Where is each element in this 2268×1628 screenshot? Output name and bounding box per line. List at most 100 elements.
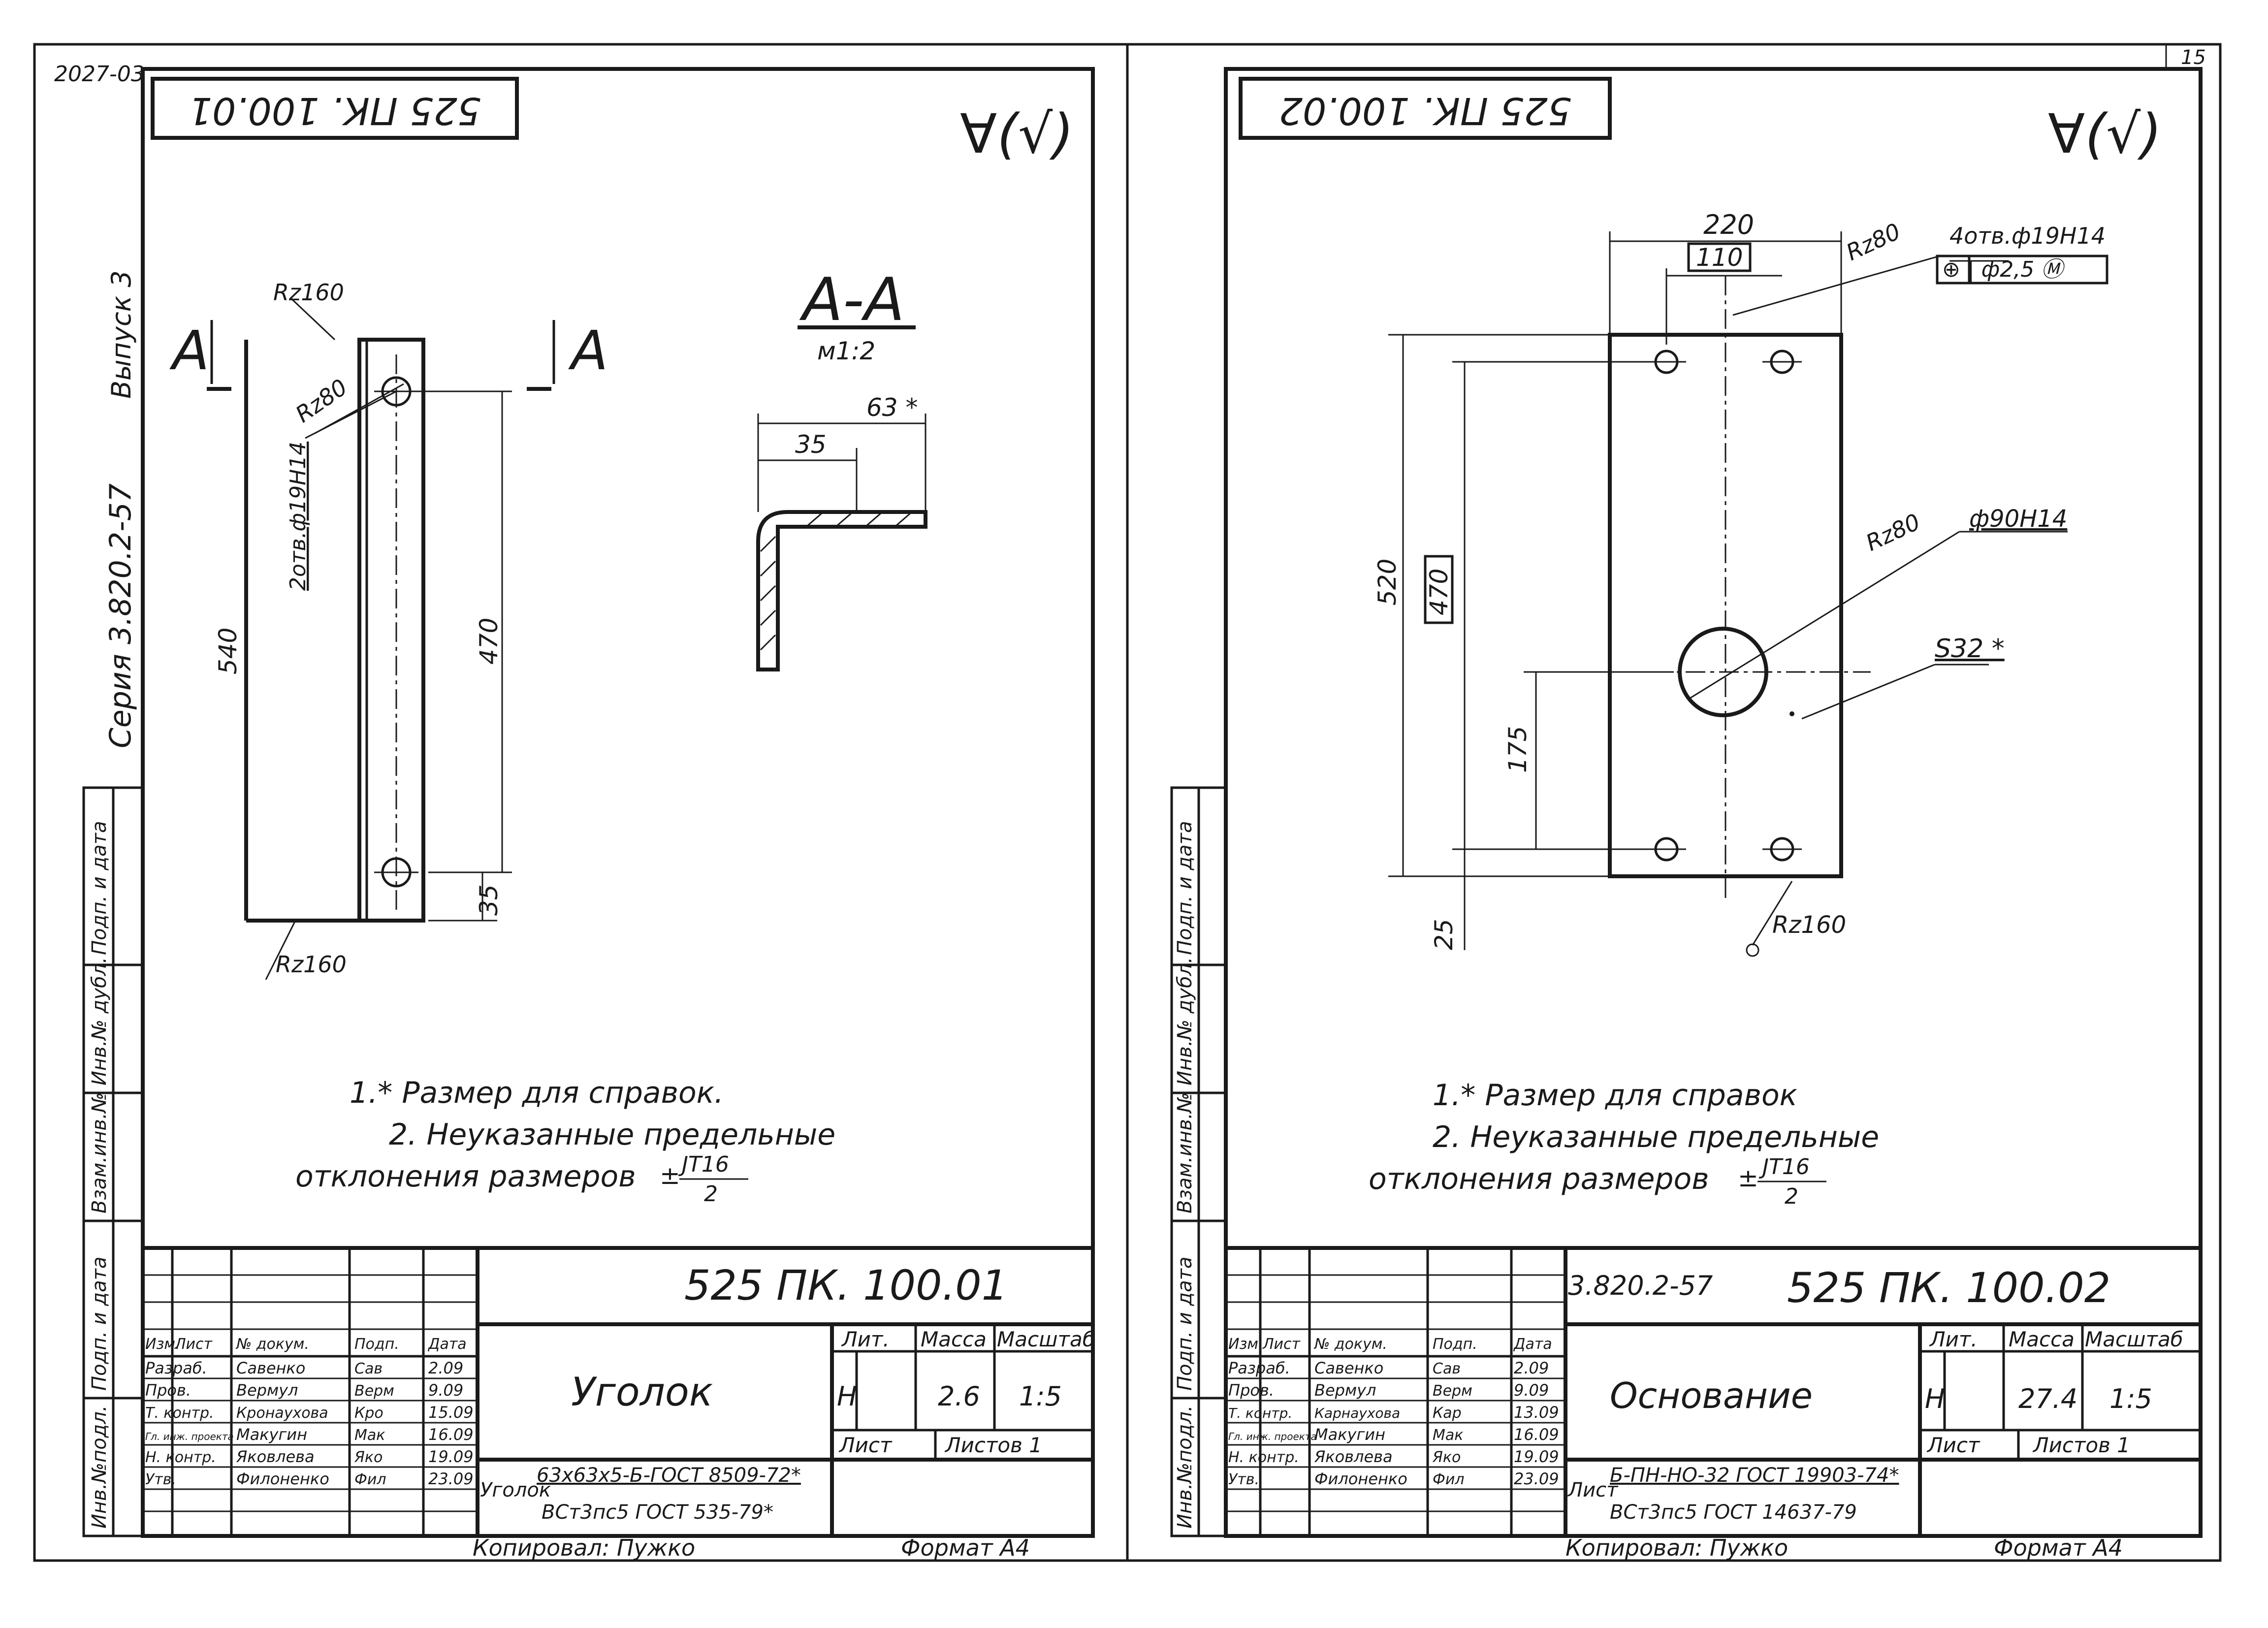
- right-copied-by: Копировал: Пужко: [1565, 1534, 1788, 1561]
- left-note-2: 2. Неуказанные предельные: [389, 1117, 835, 1152]
- rz-top-right: Rz80: [1842, 218, 1905, 266]
- rz-bottom-right: Rz160: [1772, 911, 1846, 939]
- person-sign: Сав: [354, 1360, 383, 1377]
- strip-cell-r2: Инв.№ дубл.: [1174, 957, 1196, 1085]
- right-tb-lit-label: Лит.: [1929, 1327, 1978, 1351]
- dim-35-section: 35: [795, 430, 827, 459]
- person-date: 15.09: [428, 1403, 474, 1422]
- right-tb-material-prefix: Лист: [1567, 1479, 1619, 1501]
- person-role: Утв.: [1228, 1471, 1259, 1488]
- left-note-3: отклонения размеров: [295, 1159, 636, 1194]
- left-tb-scale-label: Масштаб: [997, 1327, 1095, 1351]
- dim-110: 110: [1696, 243, 1743, 272]
- person-date: 19.09: [428, 1447, 474, 1466]
- right-dimensions: [1388, 231, 2108, 957]
- left-tb-lit-label: Лит.: [841, 1327, 890, 1351]
- person-role: Разраб.: [1228, 1359, 1290, 1377]
- left-copied-by: Копировал: Пужко: [473, 1534, 695, 1561]
- right-tb-h4: Дата: [1513, 1336, 1552, 1353]
- person-name: Макугин: [236, 1425, 307, 1444]
- strip-cell-r3: Взам.инв.№: [1174, 1092, 1196, 1213]
- strip-cell-4: Подп. и дата: [88, 1257, 111, 1391]
- left-dimensions: [245, 297, 512, 980]
- dim-540: 540: [214, 628, 242, 674]
- right-tb-sheet-label: Лист: [1926, 1433, 1981, 1457]
- person-name: Савенко: [1314, 1359, 1383, 1377]
- person-name: Кронаухова: [236, 1405, 328, 1422]
- person-date: 23.09: [1514, 1469, 1559, 1488]
- left-title-block: [143, 1246, 1093, 1536]
- left-tol-den: 2: [704, 1181, 718, 1207]
- person-date: 23.09: [428, 1469, 474, 1488]
- right-roughness-symbol: ∀(√): [2048, 102, 2162, 165]
- person-sign: Яко: [1432, 1449, 1461, 1466]
- rz-top-label: Rz160: [273, 279, 344, 306]
- person-name: Яковлева: [1314, 1447, 1393, 1466]
- base-plate: [1585, 276, 1871, 901]
- person-sign: Мак: [354, 1427, 385, 1444]
- person-name: Савенко: [236, 1359, 305, 1377]
- left-tol-num: JT16: [678, 1152, 729, 1177]
- person-name: Макугин: [1314, 1425, 1385, 1444]
- right-tb-designation: 525 ПК. 100.02: [1787, 1264, 2110, 1312]
- right-tb-scale: 1:5: [2109, 1383, 2152, 1414]
- left-sheet: 525 ПК. 100.01 ∀(√) А А: [143, 77, 1095, 1561]
- left-tb-h2: № докум.: [235, 1336, 309, 1353]
- person-role: Разраб.: [145, 1359, 207, 1377]
- page-number: 15: [2181, 46, 2206, 69]
- left-tb-mass: 2.6: [938, 1381, 980, 1412]
- person-role: Пров.: [145, 1381, 191, 1400]
- left-tb-material-top: 63x63x5-Б-ГОСТ 8509-72*: [537, 1464, 801, 1487]
- right-stamp-code: 525 ПК. 100.02: [1279, 89, 1572, 133]
- left-tb-sheets-label: Листов 1: [944, 1433, 1042, 1457]
- strip-cell-r5: Инв.№подл.: [1174, 1405, 1196, 1529]
- person-sign: Мак: [1433, 1427, 1463, 1444]
- left-note-1: 1.* Размер для справок.: [350, 1076, 724, 1110]
- person-role: Гл. инж. проекта: [145, 1431, 234, 1442]
- left-tb-h3: Подп.: [354, 1336, 399, 1353]
- strip-cell-r1: Подп. и дата: [1174, 821, 1196, 955]
- right-tb-h1: Лист: [1262, 1336, 1301, 1353]
- left-tb-h4: Дата: [427, 1336, 467, 1353]
- rz-bottom-label: Rz160: [276, 951, 347, 978]
- section-marker-right: А: [568, 319, 608, 382]
- left-tb-sheet-label: Лист: [838, 1433, 893, 1457]
- person-role: Т. контр.: [145, 1405, 214, 1422]
- left-roughness-symbol: ∀(√): [960, 102, 1074, 165]
- strip-cell-3: Взам.инв.№: [88, 1092, 111, 1213]
- right-tb-name: Основание: [1610, 1375, 1813, 1416]
- section-a-a: [756, 325, 927, 671]
- right-tb-h2: № докум.: [1313, 1336, 1387, 1353]
- left-tol-sign: ±: [660, 1161, 680, 1190]
- right-tol-den: 2: [1785, 1184, 1798, 1209]
- right-tb-lit: Н: [1925, 1383, 1945, 1414]
- binding-strip: Серия 3.820.2-57 Выпуск 3 Подп. и дата И…: [82, 270, 1227, 1537]
- right-tb-people: Разраб. Савенко Сав 2.09 Пров. Вермул Ве…: [1228, 1359, 1559, 1488]
- person-date: 16.09: [1514, 1425, 1559, 1444]
- strip-cell-5: Инв.№подл.: [88, 1405, 111, 1529]
- dim-470-right: 470: [1425, 569, 1453, 615]
- left-tb-h1: Лист: [174, 1336, 213, 1353]
- left-tb-name: Уголок: [571, 1369, 713, 1415]
- dim-35: 35: [475, 884, 503, 916]
- person-sign: Верм: [354, 1382, 394, 1400]
- dim-470: 470: [475, 618, 503, 665]
- left-tb-material-prefix: Уголок: [480, 1479, 551, 1501]
- right-tol-num: JT16: [1758, 1154, 1810, 1180]
- person-name: Вермул: [236, 1381, 298, 1400]
- person-date: 2.09: [1514, 1359, 1549, 1377]
- person-sign: Фил: [354, 1471, 386, 1488]
- person-name: Филоненко: [236, 1469, 329, 1488]
- left-tb-designation: 525 ПК. 100.01: [684, 1261, 1008, 1309]
- left-tb-mass-label: Масса: [921, 1327, 987, 1351]
- section-marker-left: А: [169, 319, 209, 382]
- right-format: Формат А4: [1994, 1534, 2123, 1561]
- right-sheet: 525 ПК. 100.02 ∀(√): [1226, 77, 2201, 1561]
- left-format: Формат А4: [901, 1534, 1030, 1561]
- person-sign: Кар: [1433, 1405, 1462, 1422]
- left-tb-material-bottom: ВСт3пс5 ГОСТ 535-79*: [542, 1501, 773, 1524]
- strip-cell-r4: Подп. и дата: [1174, 1257, 1196, 1391]
- left-stamp-code: 525 ПК. 100.01: [189, 89, 481, 133]
- left-tb-lit: Н: [837, 1381, 857, 1412]
